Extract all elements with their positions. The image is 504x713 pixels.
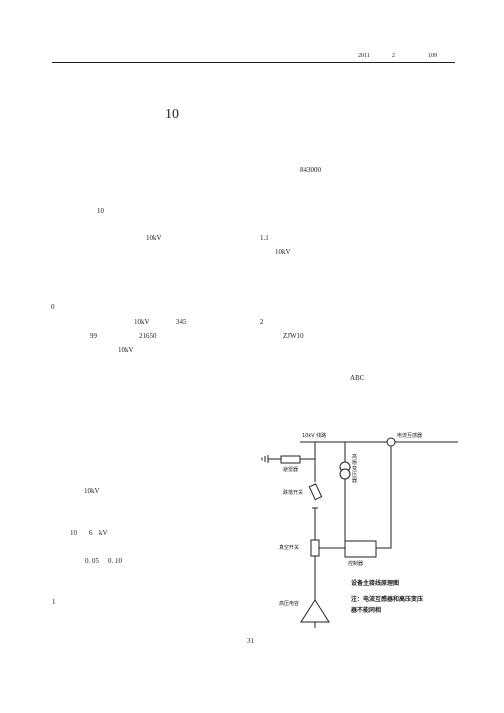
fuse-symbol xyxy=(308,483,323,501)
body-text: 10kV xyxy=(118,346,134,354)
label-10kv-line: 10kV 线路 xyxy=(302,432,326,439)
header-year: 2011 xyxy=(358,53,370,59)
diagram-note-line2: 器不能同相 xyxy=(350,606,381,614)
body-text: 345 xyxy=(176,318,187,326)
label-hv-transformer-char: 变 xyxy=(352,465,357,472)
body-text: 99 xyxy=(90,332,97,340)
body-text: ABC xyxy=(350,374,365,382)
diagram-caption: 设备主接线原理图 xyxy=(351,579,399,587)
label-hv-transformer-char: 压 xyxy=(352,472,357,478)
page-number: 31 xyxy=(247,637,254,645)
vacuum-switch-symbol xyxy=(310,539,320,557)
body-text: 6 xyxy=(89,529,93,537)
capacitor-symbol xyxy=(300,599,330,623)
body-text: 10kV xyxy=(275,248,291,256)
label-fuse: 跌落开关 xyxy=(283,489,303,496)
label-hv-transformer: 高懕变压器 xyxy=(352,453,357,484)
header-issue: 2 xyxy=(392,53,395,59)
body-text: 1 xyxy=(52,598,56,606)
body-text: 10 xyxy=(70,529,77,537)
body-text: 0. 05 xyxy=(85,557,99,565)
body-text: kV xyxy=(99,529,108,537)
header-page: 109 xyxy=(428,53,437,59)
body-text: 1.1 xyxy=(260,234,269,242)
current-transformer-symbol xyxy=(386,437,396,447)
label-hv-transformer-char: 器 xyxy=(352,478,357,484)
body-text: 2 xyxy=(260,318,264,326)
header-rule xyxy=(52,62,455,63)
label-capacitor: 高压电容 xyxy=(279,600,299,607)
ct-lead xyxy=(376,446,392,549)
label-hv-transformer-char: 高 xyxy=(352,453,357,460)
body-text: 10kV xyxy=(146,234,162,242)
body-text: 0 xyxy=(51,303,55,311)
arrester-symbol xyxy=(280,455,301,464)
label-controller: 控制器 xyxy=(348,560,363,567)
body-text: 21650 xyxy=(139,332,157,340)
author-postcode: 843000 xyxy=(300,166,321,174)
diagram-note-line1: 注：电流互感器和高压变压 xyxy=(351,595,423,603)
body-text: 10 xyxy=(97,207,104,215)
label-current-transformer: 电流互感器 xyxy=(397,432,422,439)
controller-box xyxy=(344,540,377,558)
body-text: 0. 10 xyxy=(108,557,122,565)
label-vacuum-switch: 真空开关 xyxy=(279,544,299,551)
title-number: 10 xyxy=(165,107,179,122)
label-hv-transformer-char: 懕 xyxy=(352,460,357,466)
body-text: ZJW10 xyxy=(283,332,304,340)
body-text: 10kV xyxy=(84,487,100,495)
label-arrester: 避雷器 xyxy=(283,466,298,473)
body-text: 10kV xyxy=(134,318,150,326)
